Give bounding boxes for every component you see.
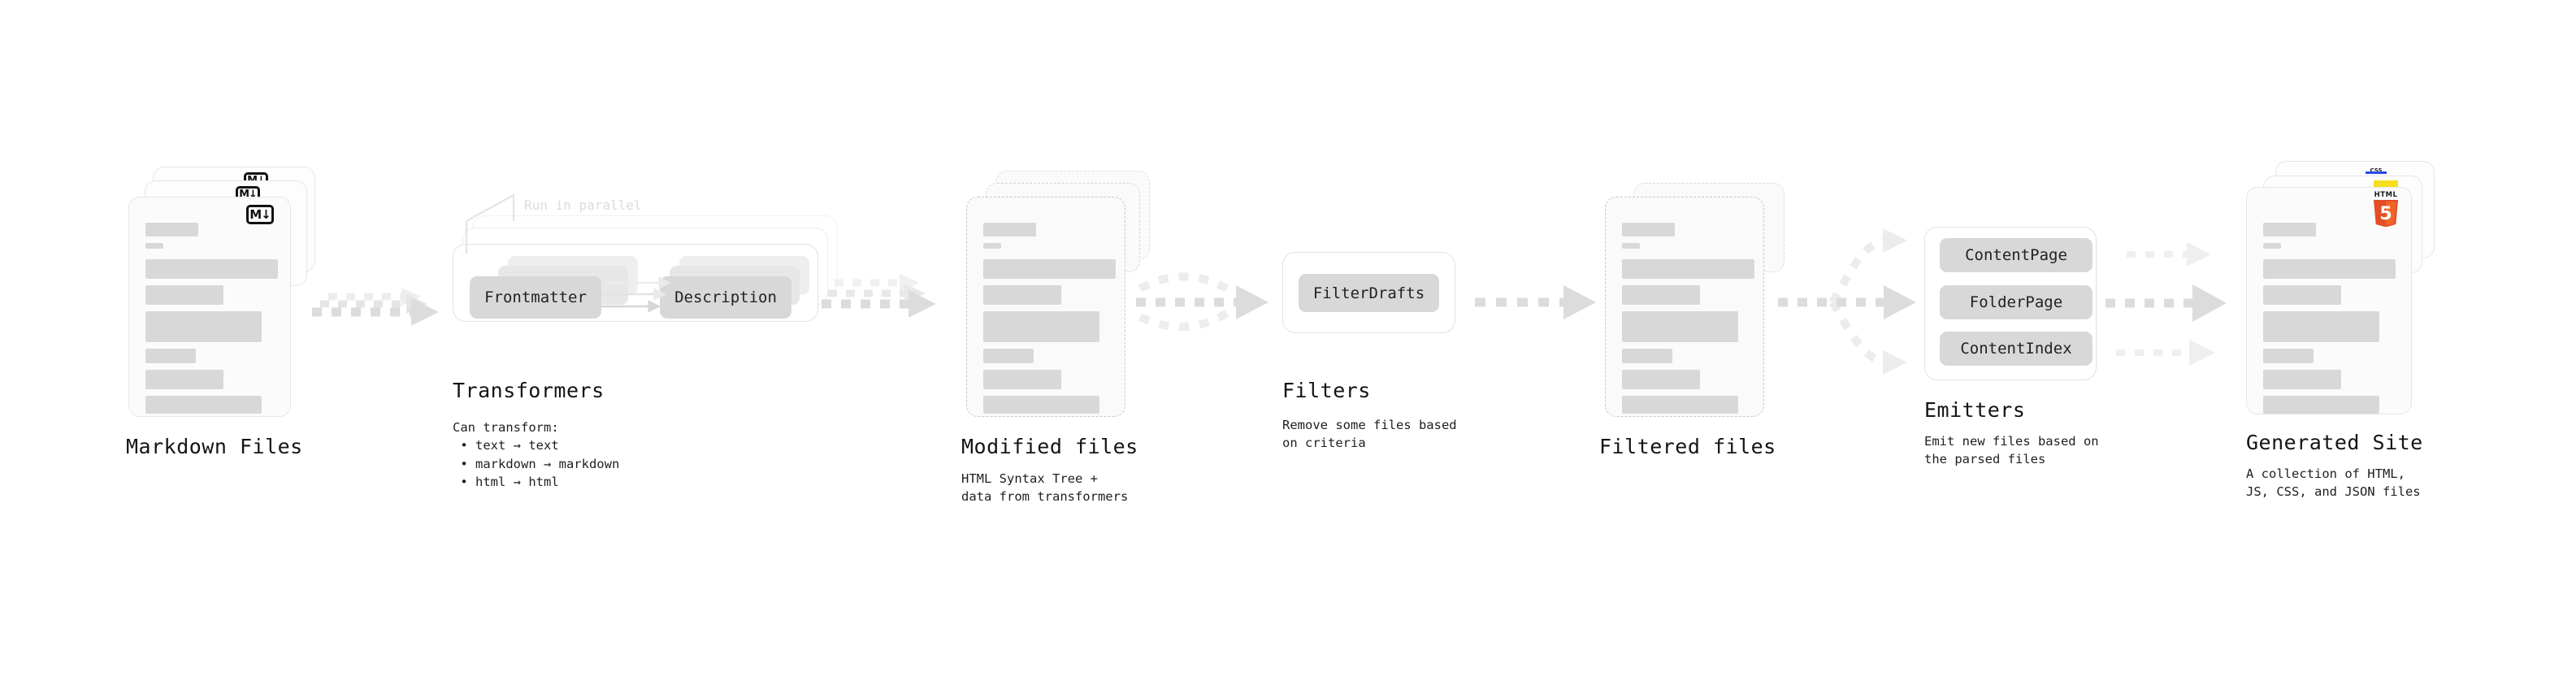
svg-text:HTML: HTML (2374, 191, 2398, 199)
skeleton-line-1 (1622, 259, 1754, 279)
stage-title-filters: Filters (1282, 379, 1371, 402)
skeleton-title-bar (145, 223, 198, 236)
arrow-transformers-to-modified (822, 274, 936, 318)
skeleton-line-2 (1622, 285, 1700, 305)
arrow-filters-to-filtered (1475, 285, 1596, 319)
skeleton-title-bar (983, 223, 1036, 236)
skeleton-line-5 (2263, 370, 2341, 389)
skeleton-line-4 (1622, 349, 1672, 363)
skeleton-sub-bar (2263, 243, 2281, 249)
skeleton-sub-bar (983, 243, 1001, 249)
stage-title-markdown-files: Markdown Files (126, 435, 303, 458)
svg-text:5: 5 (2379, 204, 2392, 224)
skeleton-line-1 (145, 259, 278, 279)
chip-frontmatter[interactable]: Frontmatter (470, 276, 601, 319)
stage-title-generated-site: Generated Site (2246, 431, 2423, 454)
stage-title-transformers: Transformers (453, 379, 605, 402)
skeleton-line-3 (983, 311, 1099, 342)
stage-title-emitters: Emitters (1924, 398, 2026, 422)
markdown-icon: M↓ (246, 205, 274, 224)
modified-file-card-front (966, 197, 1125, 417)
html5-icon: HTML 5 (2370, 189, 2402, 228)
stage-title-filtered-files: Filtered files (1599, 435, 1776, 458)
stage-desc-transformers: Can transform: • text → text • markdown … (453, 420, 620, 490)
skeleton-line-6 (145, 396, 262, 414)
chip-folderpage[interactable]: FolderPage (1940, 285, 2092, 319)
skeleton-line-3 (145, 311, 262, 342)
arrow-markdown-to-transformers (312, 288, 439, 326)
skeleton-line-5 (145, 370, 223, 389)
skeleton-title-bar (2263, 223, 2316, 236)
skeleton-line-1 (2263, 259, 2396, 279)
stage-desc-emitters: Emit new files based on the parsed files (1924, 434, 2099, 467)
skeleton-line-1 (983, 259, 1116, 279)
filtered-file-card-front (1605, 197, 1764, 417)
skeleton-line-3 (2263, 311, 2379, 342)
css3-icon: CSS (2366, 163, 2387, 174)
stage-desc-generated-site: A collection of HTML, JS, CSS, and JSON … (2246, 466, 2421, 500)
stage-title-modified-files: Modified files (961, 435, 1138, 458)
chip-contentpage[interactable]: ContentPage (1940, 238, 2092, 272)
skeleton-line-4 (145, 349, 196, 363)
run-in-parallel-hint: Run in parallel (524, 197, 642, 213)
skeleton-line-2 (2263, 285, 2341, 305)
skeleton-line-4 (2263, 349, 2314, 363)
skeleton-title-bar (1622, 223, 1675, 236)
skeleton-line-5 (1622, 370, 1700, 389)
stage-desc-modified-files: HTML Syntax Tree + data from transformer… (961, 471, 1129, 505)
skeleton-sub-bar (1622, 243, 1640, 249)
stage-desc-filters: Remove some files based on criteria (1282, 418, 1457, 451)
generated-site-card-front (2246, 187, 2412, 414)
skeleton-line-2 (983, 285, 1061, 305)
skeleton-line-6 (983, 396, 1099, 414)
skeleton-line-4 (983, 349, 1034, 363)
markdown-file-card-front (128, 197, 291, 417)
skeleton-line-3 (1622, 311, 1738, 342)
chip-contentindex[interactable]: ContentIndex (1940, 332, 2092, 366)
skeleton-line-6 (2263, 396, 2379, 414)
arrow-modified-to-filters (1136, 272, 1268, 332)
skeleton-line-2 (145, 285, 223, 305)
chip-description[interactable]: Description (660, 276, 791, 319)
skeleton-line-5 (983, 370, 1061, 389)
arrow-filtered-to-emitters (1778, 228, 1916, 375)
skeleton-line-6 (1622, 396, 1738, 414)
arrow-emitters-to-site (2105, 242, 2227, 366)
skeleton-sub-bar (145, 243, 163, 249)
chip-filterdrafts[interactable]: FilterDrafts (1299, 274, 1439, 312)
